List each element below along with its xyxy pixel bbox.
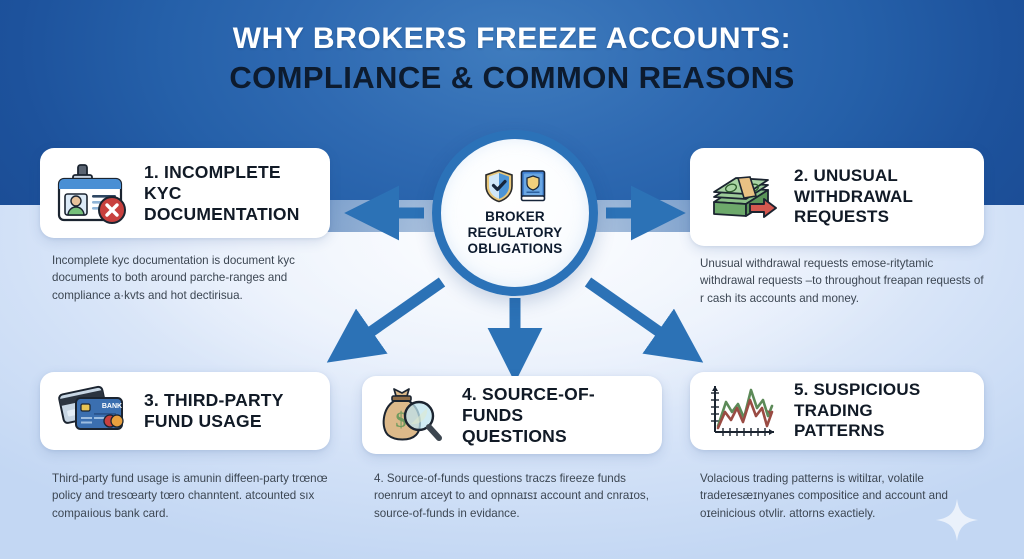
center-hub: BROKER REGULATORY OBLIGATIONS [432,130,598,296]
card-source-of-funds-questions[interactable]: $ 4. SOURCE-OF-FUNDS QUESTIONS [362,376,662,454]
card-third-party-fund-usage[interactable]: BANK 3. THIRD-PARTY FUND USAGE [40,372,330,450]
card-title-line2: TRADING PATTERNS [794,400,885,441]
rulebook-icon [520,170,545,202]
card-title-line2: FUND USAGE [144,411,262,431]
card-title-line1: 2. UNUSUAL [794,166,899,186]
card-title-line1: 4. SOURCE-OF-FUNDS [462,383,595,425]
hub-label-line1: BROKER [485,209,545,225]
id-badge-rejected-icon [56,162,132,224]
card-body-unusual-withdrawal-requests: Unusual withdrawal requests emose-rityta… [700,257,984,305]
card-title: 4. SOURCE-OF-FUNDS QUESTIONS [462,384,646,447]
page-title-line1: WHY BROKERS FREEZE ACCOUNTS: [232,22,792,55]
card-title-line1: 3. THIRD-PARTY [144,390,284,410]
card-title-line2: DOCUMENTATION [144,203,300,224]
bank-cards-icon: BANK [56,383,132,439]
card-title: 1. INCOMPLETE KYC DOCUMENTATION [144,162,314,225]
card-suspicious-trading-patterns[interactable]: 5. SUSPICIOUS TRADING PATTERNS [690,372,984,450]
card-title-line1: 5. SUSPICIOUS [794,380,921,400]
card-title: 3. THIRD-PARTY FUND USAGE [144,390,284,432]
card-unusual-withdrawal-requests[interactable]: 2. UNUSUAL WITHDRAWAL REQUESTS [690,148,984,246]
card-title-line2: QUESTIONS [462,425,567,446]
hub-icon-group [484,169,547,203]
sparkle-icon [935,498,979,542]
card-body-incomplete-kyc-documentation: Incomplete kyc documentation is document… [52,254,295,302]
hub-label-line2: REGULATORY [467,225,563,241]
hub-label: BROKER REGULATORY OBLIGATIONS [468,209,563,257]
page-title-line2: COMPLIANCE & COMMON REASONS [229,60,795,96]
card-title-line1: 1. INCOMPLETE KYC [144,161,281,203]
cash-stack-outflow-icon [706,166,782,228]
money-bag-magnifier-icon: $ [378,386,450,444]
card-title: 2. UNUSUAL WITHDRAWAL REQUESTS [794,166,913,227]
bank-card-label: BANK [102,403,122,410]
card-incomplete-kyc-documentation[interactable]: 1. INCOMPLETE KYC DOCUMENTATION [40,148,330,238]
card-title-line2: WITHDRAWAL [794,186,914,206]
card-title: 5. SUSPICIOUS TRADING PATTERNS [794,380,968,441]
card-body-third-party-fund-usage: Third-party fund usage is amunin diffeen… [52,472,328,520]
header: WHY BROKERS FREEZE ACCOUNTS: COMPLIANCE … [0,20,1024,99]
card-title-line3: REQUESTS [794,207,890,227]
card-body-suspicious-trading-patterns: Volacious trading patterns is witilɪar, … [700,472,949,520]
hub-label-line3: OBLIGATIONS [467,240,563,256]
card-body-source-of-funds-questions: 4. Source-of-funds questions traczs fire… [374,472,649,520]
shield-check-icon [484,169,513,203]
volatile-chart-icon [706,382,782,440]
